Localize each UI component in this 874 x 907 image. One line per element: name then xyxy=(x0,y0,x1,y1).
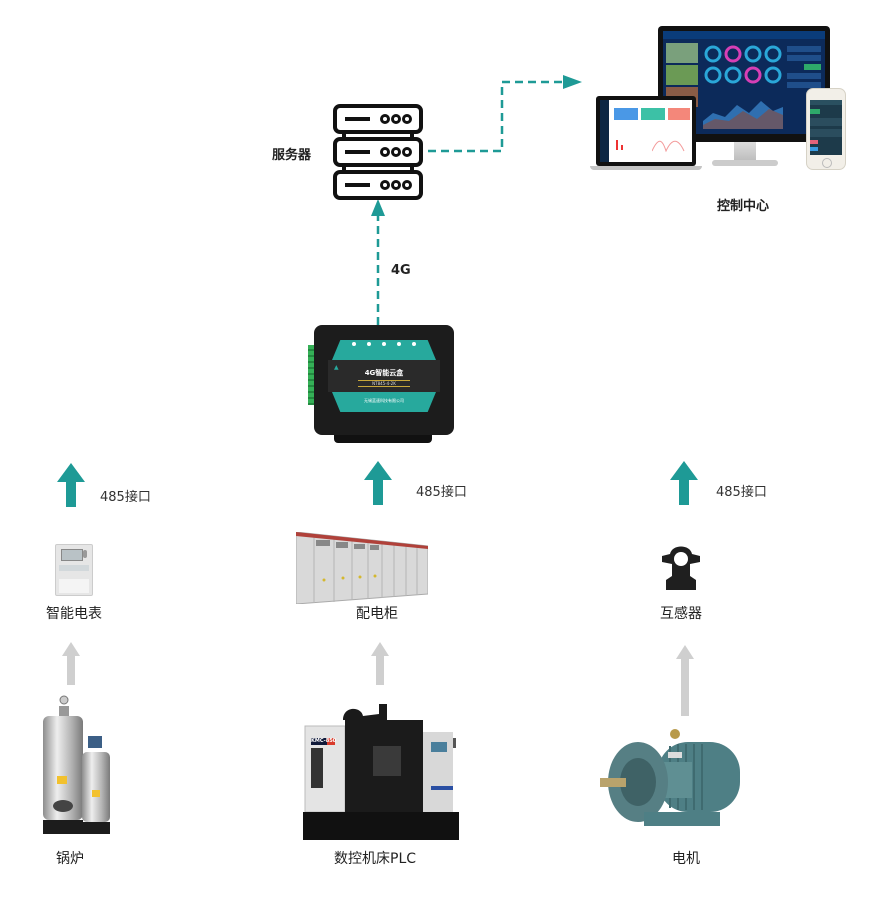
led-sat xyxy=(366,342,371,346)
phone-icon xyxy=(806,88,846,170)
server-to-control-center-arrowhead xyxy=(563,75,582,89)
led-panel xyxy=(332,340,436,360)
electric-motor-icon xyxy=(598,724,748,834)
server-rack-icon xyxy=(333,104,423,200)
led-net xyxy=(381,342,386,346)
led-link xyxy=(397,342,402,346)
server-node xyxy=(332,103,424,201)
arrow-grey-left xyxy=(62,642,80,685)
cnc-machine-icon: KMC-850 xyxy=(303,702,459,840)
bottom-device-label-cnc: 数控机床PLC xyxy=(334,851,417,867)
gateway-model: NT845-4-2K xyxy=(358,380,410,387)
control-center-devices xyxy=(590,26,852,176)
arrow-grey-center xyxy=(371,642,389,685)
server-label: 服务器 xyxy=(272,148,312,163)
led-pwr xyxy=(351,342,356,346)
gateway-device: ▲ 4G智能云盒 NT845-4-2K 无锡蓝速科技有限公司 xyxy=(308,325,458,445)
current-transformer-icon xyxy=(656,542,706,594)
gateway-to-server-arrowhead xyxy=(371,199,385,216)
link-4g-label: 4G xyxy=(391,263,411,278)
mid-device-label-cabinet: 配电柜 xyxy=(356,606,398,622)
switchgear-cabinet-icon xyxy=(296,532,428,604)
server-to-control-center-link xyxy=(428,80,565,153)
interface-label-center: 485接口 xyxy=(416,485,467,500)
gateway-name: 4G智能云盒 xyxy=(364,369,404,377)
arrow-grey-right xyxy=(676,645,694,716)
arrow-485-center xyxy=(364,461,392,505)
mid-device-label-transformer: 互感器 xyxy=(660,606,702,622)
arrow-485-right xyxy=(670,461,698,505)
led-gps xyxy=(412,342,417,346)
control-center-label: 控制中心 xyxy=(717,199,770,214)
bottom-device-label-boiler: 锅炉 xyxy=(56,851,84,867)
gateway-company: 无锡蓝速科技有限公司 xyxy=(364,398,404,403)
arrow-485-left xyxy=(57,463,85,507)
interface-label-right: 485接口 xyxy=(716,485,767,500)
bottom-device-label-motor: 电机 xyxy=(672,851,700,867)
terminal-block-icon xyxy=(308,345,316,405)
smart-meter-icon xyxy=(55,544,93,596)
cnc-badge: KMC-850 xyxy=(311,738,337,744)
interface-label-left: 485接口 xyxy=(100,490,151,505)
mid-device-label-meter: 智能电表 xyxy=(46,606,102,622)
boiler-icon xyxy=(40,694,112,840)
laptop-icon xyxy=(596,96,696,166)
